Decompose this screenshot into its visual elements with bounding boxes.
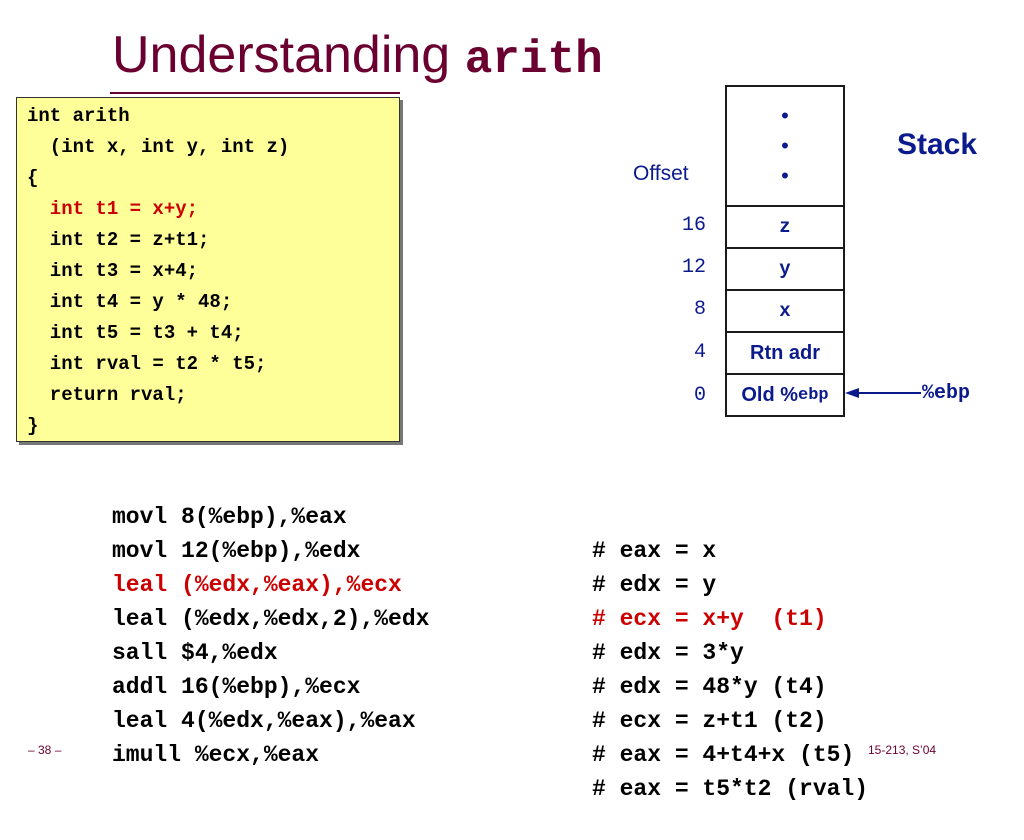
- stack-slot-old-ebp: Old %ebp: [727, 375, 843, 417]
- asm-instruction: movl 8(%ebp),%eax: [112, 504, 347, 530]
- asm-instruction: addl 16(%ebp),%ecx: [112, 674, 361, 700]
- offset-value: 12: [681, 256, 706, 279]
- asm-row: movl 8(%ebp),%eax # eax = x: [112, 466, 716, 564]
- asm-instruction: sall $4,%edx: [112, 640, 278, 666]
- asm-comment: # edx = y: [592, 572, 717, 598]
- code-line-highlighted: int t1 = x+y;: [27, 198, 199, 220]
- offset-value: 0: [693, 384, 706, 407]
- asm-instruction: imull %ecx,%eax: [112, 742, 320, 768]
- page-number: – 38 –: [28, 743, 62, 757]
- asm-instruction: leal (%edx,%eax),%ecx: [112, 572, 402, 598]
- code-line: {: [27, 167, 39, 189]
- code-line: int t4 = y * 48;: [27, 291, 233, 313]
- asm-comment: # edx = 48*y (t4): [592, 674, 827, 700]
- stack-slot-y: y: [727, 249, 843, 291]
- ebp-arrow-icon: [845, 388, 921, 398]
- asm-row-highlighted: leal (%edx,%eax),%ecx # ecx = x+y (t1): [112, 534, 827, 632]
- asm-row: movl 12(%ebp),%edx # edx = y: [112, 500, 716, 598]
- stack-slot-return-address: Rtn adr: [727, 333, 843, 375]
- ebp-pointer-label: %ebp: [922, 382, 971, 405]
- old-ebp-prefix: Old %: [741, 383, 799, 406]
- stack-frame: • • • z y x Rtn adr Old %ebp: [725, 85, 845, 417]
- offset-value: 4: [693, 341, 706, 364]
- code-line: int t5 = t3 + t4;: [27, 322, 244, 344]
- code-line: int arith: [27, 105, 130, 127]
- offset-value: 8: [693, 298, 706, 321]
- title-underline: [110, 92, 400, 94]
- stack-ellipsis: • • •: [727, 87, 843, 207]
- code-line: int rval = t2 * t5;: [27, 353, 267, 375]
- asm-comment: # edx = 3*y: [592, 640, 744, 666]
- code-line: int t3 = x+4;: [27, 260, 199, 282]
- code-line: int t2 = z+t1;: [27, 229, 210, 251]
- asm-instruction: leal 4(%edx,%eax),%eax: [112, 708, 416, 734]
- offset-value: 16: [681, 214, 706, 237]
- asm-comment: # eax = t5*t2 (rval): [592, 776, 869, 802]
- course-label: 15-213, S’04: [868, 743, 937, 757]
- assembly-listing: movl 8(%ebp),%eax # eax = x movl 12(%ebp…: [112, 466, 868, 802]
- title-text: Understanding: [112, 26, 465, 84]
- asm-comment: # eax = x: [592, 538, 717, 564]
- stack-slot-z: z: [727, 207, 843, 249]
- ellipsis-dot: •: [781, 103, 789, 128]
- title-code: arith: [464, 34, 603, 86]
- stack-label: Stack: [897, 128, 978, 161]
- offset-header: Offset: [633, 162, 689, 185]
- c-code-box: int arith (int x, int y, int z) { int t1…: [16, 97, 400, 442]
- asm-row: sall $4,%edx # edx = 48*y (t4): [112, 602, 827, 700]
- code-line: }: [27, 415, 39, 437]
- ellipsis-dot: •: [781, 163, 789, 188]
- slide-title: Understanding arith: [112, 26, 603, 87]
- asm-row: imull %ecx,%eax # eax = t5*t2 (rval): [112, 704, 868, 802]
- old-ebp-register: ebp: [798, 385, 829, 405]
- asm-row: leal 4(%edx,%eax),%eax # eax = 4+t4+x (t…: [112, 670, 854, 768]
- asm-row: addl 16(%ebp),%ecx # ecx = z+t1 (t2): [112, 636, 827, 734]
- asm-row: leal (%edx,%edx,2),%edx # edx = 3*y: [112, 568, 744, 666]
- asm-instruction: leal (%edx,%edx,2),%edx: [112, 606, 430, 632]
- ellipsis-dot: •: [781, 133, 789, 158]
- asm-comment: # ecx = x+y (t1): [592, 606, 827, 632]
- asm-instruction: movl 12(%ebp),%edx: [112, 538, 361, 564]
- code-line: return rval;: [27, 384, 187, 406]
- asm-comment: # eax = 4+t4+x (t5): [592, 742, 855, 768]
- code-line: (int x, int y, int z): [27, 136, 290, 158]
- stack-slot-x: x: [727, 291, 843, 333]
- asm-comment: # ecx = z+t1 (t2): [592, 708, 827, 734]
